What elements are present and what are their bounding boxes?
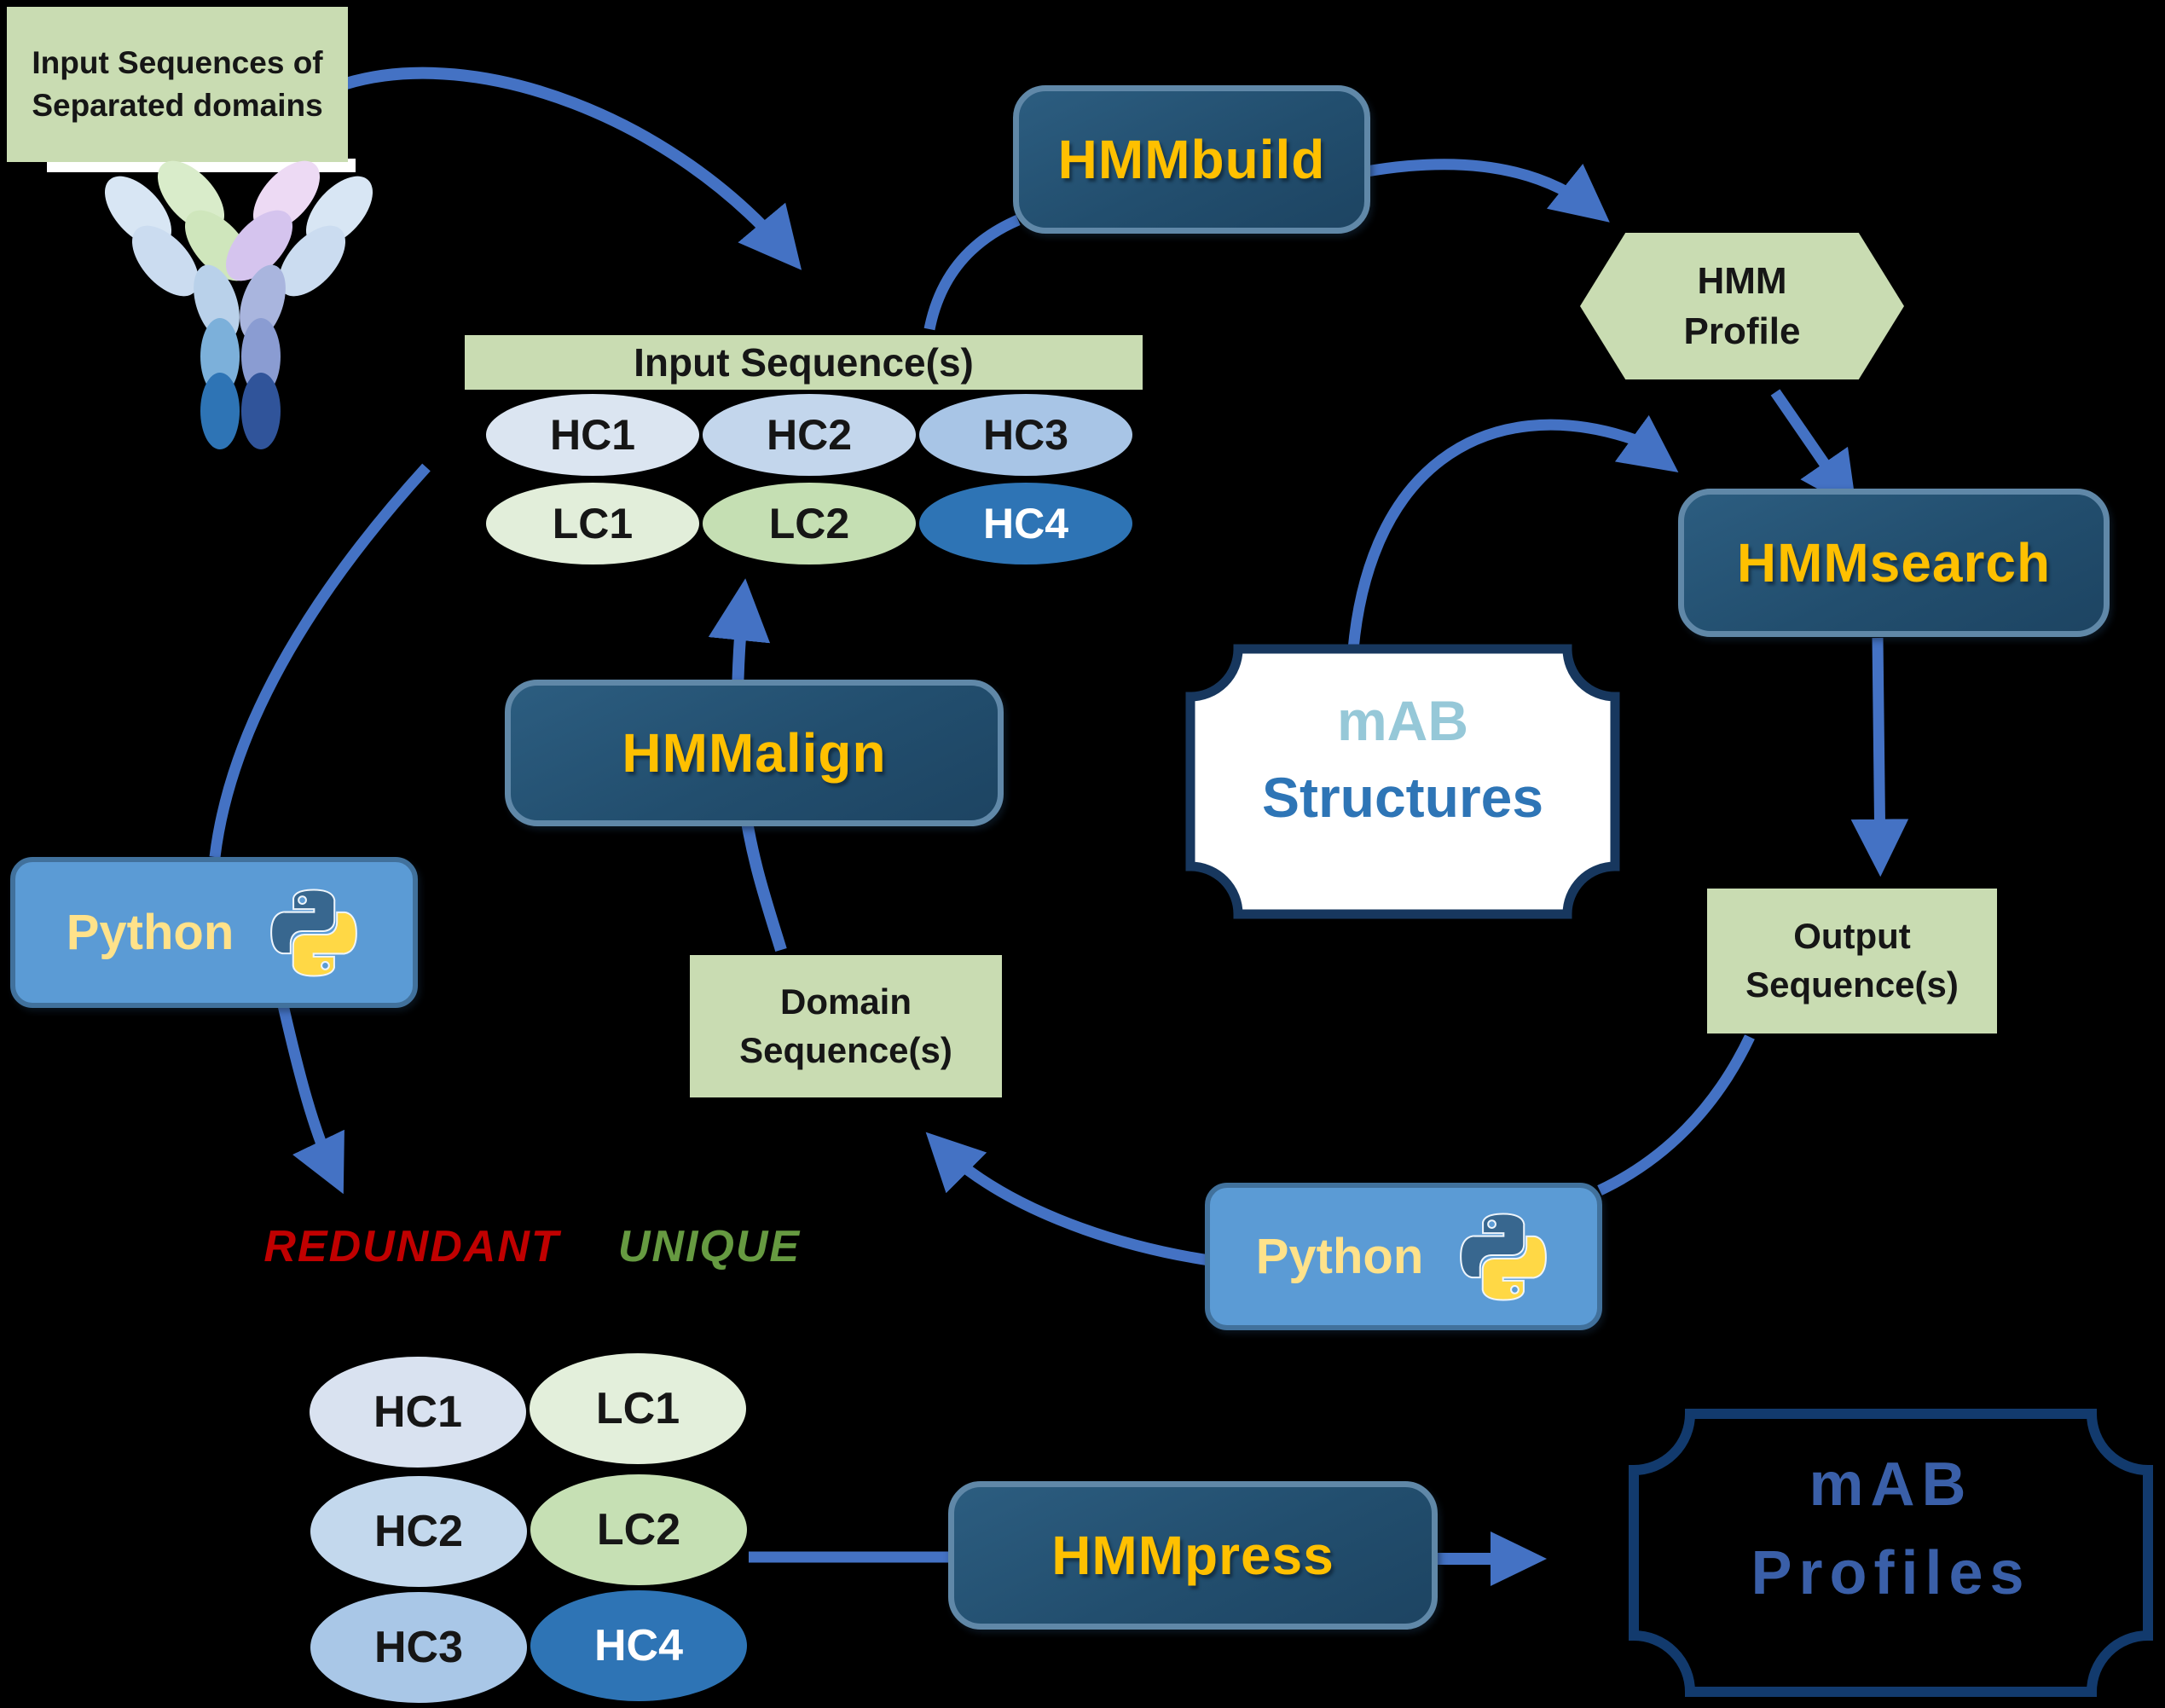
connector-table-to-hmmbuild (923, 215, 1021, 331)
hmmalign-box: HMMalign (505, 680, 1004, 826)
hmmpress-box: HMMpress (948, 1481, 1438, 1630)
white-underline-bar (47, 159, 356, 172)
table-cell-lc2: LC2 (703, 483, 916, 565)
hmm-profile-hexagon: HMM Profile (1580, 233, 1904, 379)
antibody-icon (104, 160, 373, 449)
connector-output-to-python (1597, 1034, 1755, 1196)
mab-profiles-plaque: mAB Profiles (1629, 1409, 2153, 1697)
output-sequences-line1: Output (1793, 916, 1911, 957)
input-sequences-line2: Separated domains (32, 88, 323, 123)
domain-sequences-line1: Domain (779, 981, 912, 1022)
mab-profiles-line1: mAB (1809, 1450, 1973, 1519)
table-cell-hc2: HC2 (703, 394, 916, 476)
plaque-shape (1185, 644, 1620, 919)
hmmsearch-box: HMMsearch (1678, 489, 2110, 637)
arrow-inputbox-to-table (344, 67, 802, 270)
grid-cell-lc1: LC1 (530, 1353, 746, 1464)
arrow-hmmsearch-to-output (1850, 637, 1909, 877)
python-logo-icon (270, 888, 358, 977)
input-table-header-label: Input Sequence(s) (634, 340, 974, 385)
redundant-label: REDUNDANT (263, 1222, 560, 1271)
input-sequences-box: Input Sequences of Separated domains (7, 7, 348, 162)
mab-structures-plaque: mAB Structures (1185, 644, 1620, 919)
grid-cell-lc2: LC2 (530, 1474, 747, 1585)
input-table-header: Input Sequence(s) (465, 335, 1143, 390)
arrowhead-hmmpress-to-profiles (1491, 1531, 1547, 1586)
output-sequences-box: Output Sequence(s) (1707, 889, 1997, 1033)
hmmbuild-label: HMMbuild (1057, 129, 1326, 190)
hmmsearch-label: HMMsearch (1736, 532, 2052, 593)
arrow-python-to-results (275, 996, 344, 1195)
hmm-profile-line1: HMM (1697, 259, 1787, 302)
plaque-shape (1629, 1409, 2153, 1697)
unique-label: UNIQUE (617, 1222, 802, 1271)
connector-table-to-pythonleft (209, 463, 431, 858)
python-label-right: Python (1255, 1229, 1424, 1284)
hmmpress-label: HMMpress (1051, 1525, 1334, 1586)
python-label-left: Python (66, 905, 234, 960)
grid-cell-hc2: HC2 (310, 1476, 527, 1587)
domain-sequences-box: Domain Sequence(s) (690, 955, 1002, 1097)
hmmbuild-box: HMMbuild (1013, 85, 1370, 234)
python-box-left: Python (10, 857, 418, 1008)
python-logo-icon (1460, 1212, 1548, 1301)
table-cell-hc1: HC1 (486, 394, 699, 476)
mab-structures-line1: mAB (1336, 689, 1468, 752)
python-box-right: Python (1205, 1183, 1602, 1330)
hmm-profile-line2: Profile (1683, 310, 1801, 352)
grid-cell-hc3: HC3 (310, 1592, 527, 1703)
input-sequences-line1: Input Sequences of (32, 45, 323, 81)
grid-cell-hc1: HC1 (310, 1357, 526, 1468)
mab-structures-line2: Structures (1261, 766, 1544, 829)
domain-sequences-line2: Sequence(s) (739, 1029, 952, 1070)
output-sequences-line2: Sequence(s) (1745, 964, 1959, 1005)
arrow-python-to-domain (925, 1132, 1210, 1266)
table-cell-lc1: LC1 (486, 483, 699, 565)
table-cell-hc4: HC4 (919, 483, 1132, 565)
arrow-hmmbuild-to-profile (1360, 159, 1610, 223)
hmmalign-label: HMMalign (622, 722, 887, 784)
grid-cell-hc4: HC4 (530, 1590, 747, 1701)
arrow-structures-to-hmmsearch (1346, 414, 1679, 676)
mab-profiles-line2: Profiles (1751, 1539, 2031, 1607)
table-cell-hc3: HC3 (919, 394, 1132, 476)
arrow-profile-to-hmmsearch (1770, 389, 1857, 511)
